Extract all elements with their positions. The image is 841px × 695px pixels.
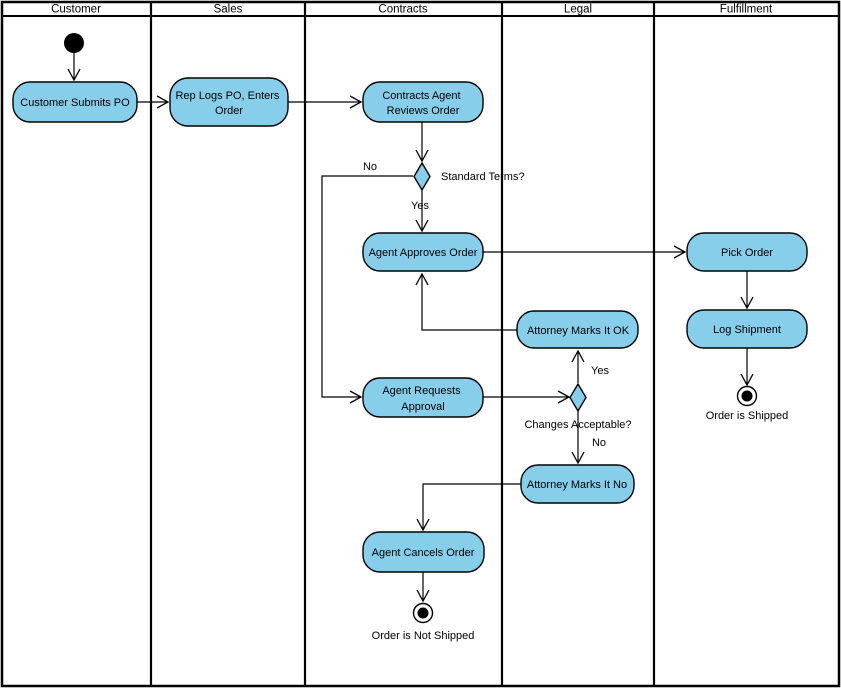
activity-shape[interactable]	[362, 377, 484, 418]
decision-diamond[interactable]	[413, 161, 431, 192]
edge-standard-terms-no-to-agent-requests	[321, 175, 413, 404]
label-standard-terms-yes: Yes	[411, 200, 429, 212]
activity-label: Contracts Agent Reviews Order	[382, 90, 463, 117]
node-customer-submits-po[interactable]: Customer Submits PO	[12, 81, 138, 123]
final-node-label: Order is Shipped	[706, 410, 789, 422]
activity-label: Pick Order	[721, 247, 773, 259]
edges	[67, 53, 754, 603]
final-node-inner-circle	[417, 607, 429, 619]
activity-label: Customer Submits PO	[20, 97, 130, 109]
initial-node-circle[interactable]	[64, 33, 84, 53]
activity-shape[interactable]	[686, 232, 808, 272]
activity-shape[interactable]	[169, 77, 289, 127]
label-standard-terms-no: No	[363, 161, 377, 173]
lane-header-fulfillment: Fulfillment	[720, 4, 773, 16]
activity-shape[interactable]	[686, 309, 808, 349]
node-agent-cancels-order[interactable]: Agent Cancels Order	[362, 531, 485, 573]
label-changes-acceptable-yes: Yes	[591, 365, 609, 377]
activity-label: Agent Approves Order	[369, 247, 478, 259]
start-node[interactable]	[64, 33, 84, 53]
edge-attorney-ok-to-agent-approves	[415, 272, 517, 331]
activity-shape[interactable]	[362, 232, 484, 272]
activity-shape[interactable]	[516, 310, 639, 349]
decision-changes-acceptable[interactable]	[569, 382, 587, 413]
final-node-label: Order is Not Shipped	[372, 630, 475, 642]
final-node-inner-circle	[741, 390, 753, 402]
final-node-shipped[interactable]: Order is Shipped	[706, 385, 789, 423]
lane-header-contracts: Contracts	[378, 4, 427, 16]
activity-label: Attorney Marks It OK	[527, 325, 630, 337]
activity-label: Agent Requests Approval	[382, 385, 463, 413]
lane-header-customer: Customer	[51, 4, 101, 16]
node-agent-requests-approval[interactable]: Agent Requests Approval	[362, 377, 484, 418]
activity-label: Agent Cancels Order	[372, 547, 475, 559]
node-attorney-marks-no[interactable]: Attorney Marks It No	[520, 464, 635, 504]
node-attorney-marks-ok[interactable]: Attorney Marks It OK	[516, 310, 639, 349]
edge-attorney-no-to-agent-cancels	[416, 483, 521, 532]
node-contracts-agent-reviews[interactable]: Contracts Agent Reviews Order	[362, 81, 484, 123]
lane-header-sales: Sales	[214, 4, 243, 16]
node-rep-logs-po[interactable]: Rep Logs PO, Enters Order	[169, 77, 289, 127]
activity-shape[interactable]	[12, 81, 138, 123]
activity-shape[interactable]	[362, 531, 485, 573]
activity-label: Rep Logs PO, Enters Order	[175, 90, 282, 117]
final-node-not-shipped[interactable]: Order is Not Shipped	[372, 602, 475, 643]
lane-header-legal: Legal	[564, 4, 592, 16]
node-log-shipment[interactable]: Log Shipment	[686, 309, 808, 349]
decision-diamond[interactable]	[569, 382, 587, 413]
activity-label: Attorney Marks It No	[527, 479, 627, 491]
node-agent-approves-order[interactable]: Agent Approves Order	[362, 232, 484, 272]
activity-shape[interactable]	[520, 464, 635, 504]
activity-label: Log Shipment	[713, 324, 781, 336]
label-changes-acceptable-no: No	[592, 437, 606, 449]
node-pick-order[interactable]: Pick Order	[686, 232, 808, 272]
activity-shape[interactable]	[362, 81, 484, 123]
edge-labels: Standard Terms? No Yes Yes Changes Accep…	[363, 161, 632, 449]
label-changes-acceptable-question: Changes Acceptable?	[524, 419, 631, 431]
label-standard-terms-question: Standard Terms?	[441, 171, 525, 183]
decision-standard-terms[interactable]	[413, 161, 431, 192]
